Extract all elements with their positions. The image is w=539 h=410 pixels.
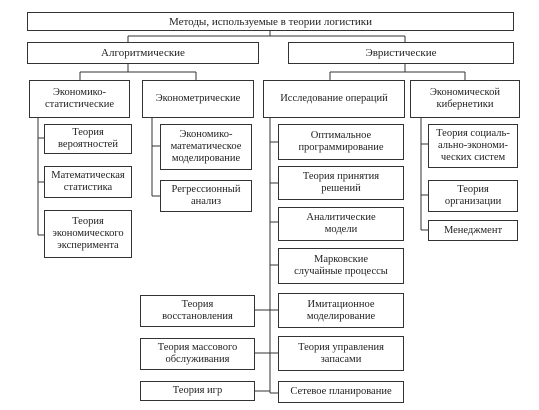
item-queueing-theory: Теория массового обслуживания [140, 338, 255, 370]
item-game-theory: Теория игр [140, 381, 255, 401]
group-econ-stat: Экономико- статистические [29, 80, 130, 118]
item-management: Менеджмент [428, 220, 518, 241]
branch-heuristic: Эвристические [288, 42, 514, 64]
item-regression-analysis: Регрессионный анализ [160, 180, 252, 212]
item-decision-theory: Теория принятия решений [278, 166, 404, 200]
group-operations-research: Исследование операций [263, 80, 405, 118]
group-econ-cybernetics: Экономической кибернетики [410, 80, 520, 118]
item-math-statistics: Математическая статистика [44, 166, 132, 198]
item-econ-experiment-theory: Теория экономического эксперимента [44, 210, 132, 258]
item-renewal-theory: Теория восстановления [140, 295, 255, 327]
item-organization-theory: Теория организации [428, 180, 518, 212]
item-inventory-theory: Теория управления запасами [278, 336, 404, 371]
item-markov-processes: Марковские случайные процессы [278, 248, 404, 284]
root-node: Методы, используемые в теории логистики [27, 12, 514, 31]
item-network-planning: Сетевое планирование [278, 381, 404, 403]
item-optimal-programming: Оптимальное программирование [278, 124, 404, 160]
group-econometric: Эконометрические [142, 80, 254, 118]
item-analytical-models: Аналитические модели [278, 207, 404, 241]
item-simulation-modeling: Имитационное моделирование [278, 293, 404, 328]
item-probability-theory: Теория вероятностей [44, 124, 132, 154]
item-socio-economic-systems: Теория социаль- ально-экономи- ческих си… [428, 124, 518, 168]
item-econ-math-modeling: Экономико- математическое моделирование [160, 124, 252, 170]
branch-algorithmic: Алгоритмические [27, 42, 259, 64]
